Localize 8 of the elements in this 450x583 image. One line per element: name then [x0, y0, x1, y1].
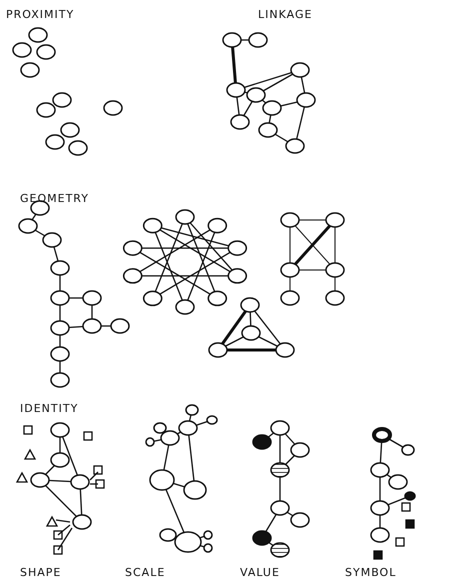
section-label: SHAPE: [20, 566, 62, 579]
section-label: SCALE: [125, 566, 166, 579]
section-label: GEOMETRY: [20, 192, 89, 205]
section-label: LINKAGE: [258, 8, 312, 21]
section-label: VALUE: [240, 566, 280, 579]
section-label: IDENTITY: [20, 402, 78, 415]
section-label: PROXIMITY: [6, 8, 74, 21]
section-label: SYMBOL: [345, 566, 396, 579]
